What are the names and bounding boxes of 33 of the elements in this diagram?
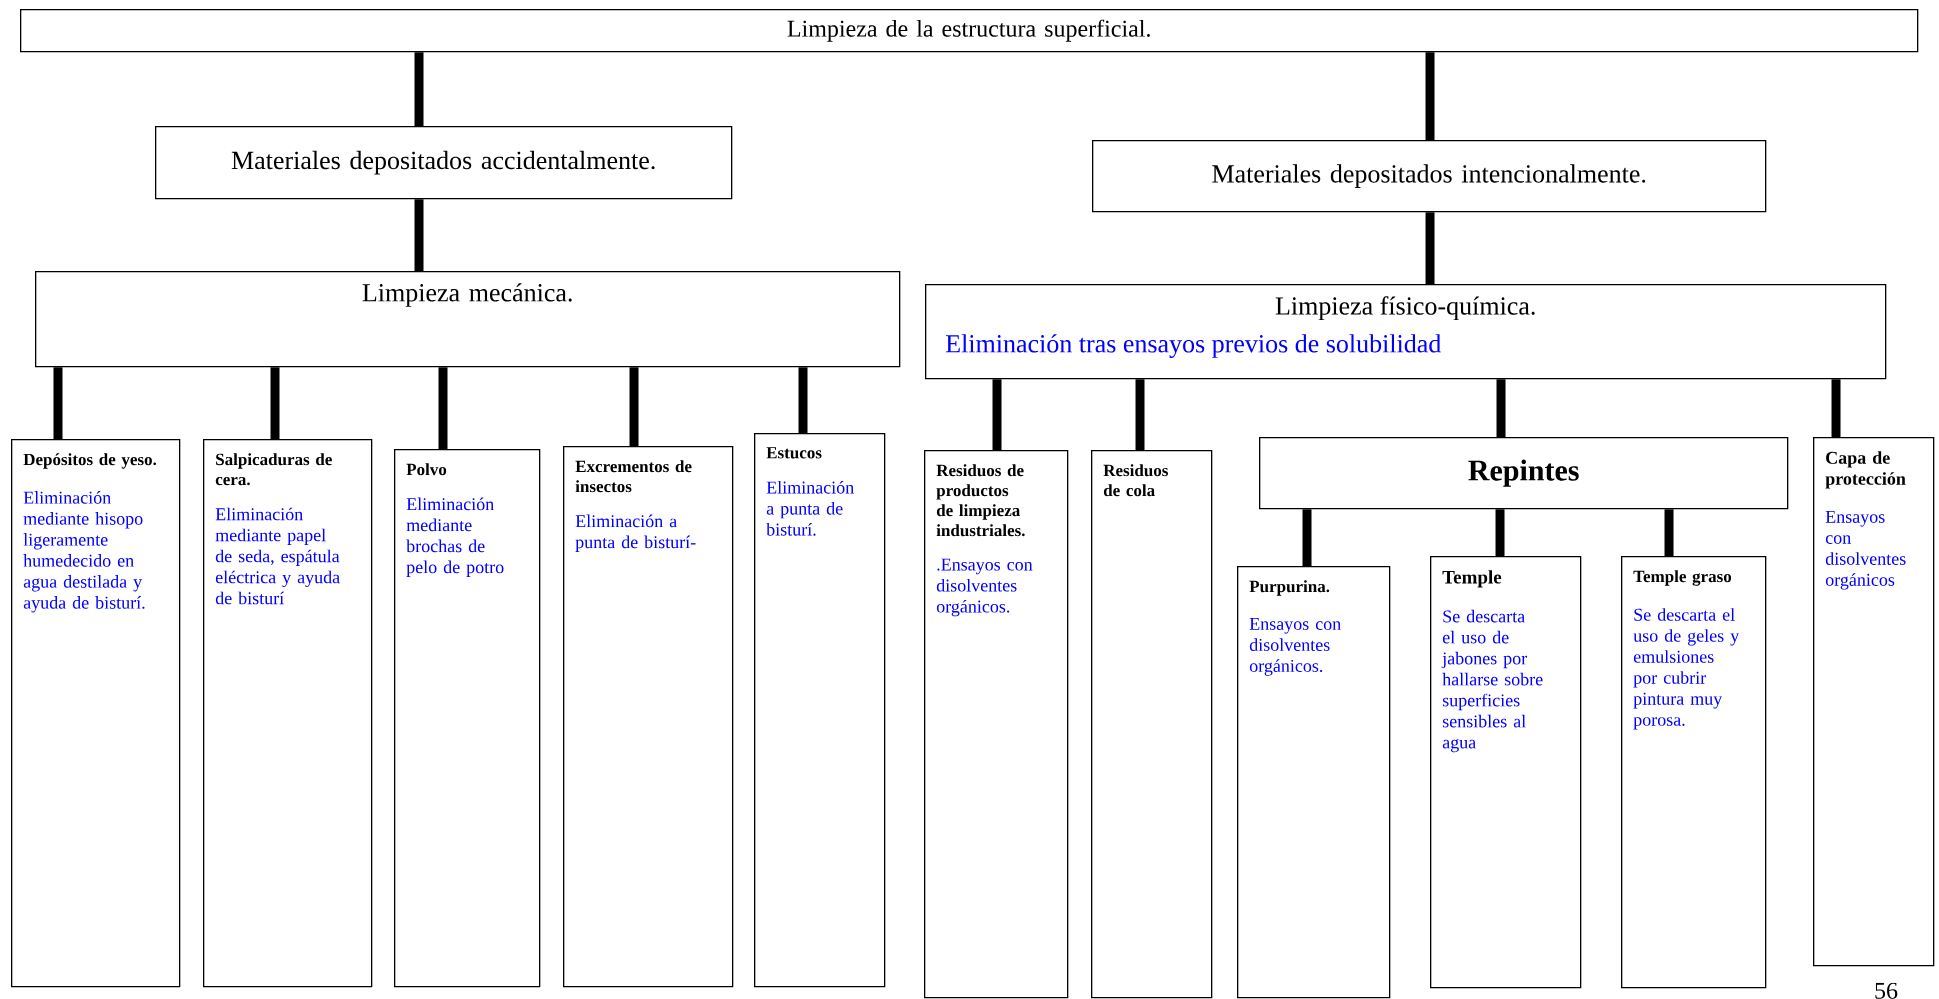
connector-bar <box>992 379 1002 450</box>
column-box: Purpurina. Ensayos con disolventes orgánicos. <box>1237 566 1391 999</box>
column-box: Depósitos de yeso. Eliminación mediante hisopo ligeramente humedecido en agua destilada y ayuda de bisturí. <box>11 439 181 988</box>
connector-bar <box>1495 509 1505 556</box>
connector-bar <box>1496 379 1506 437</box>
connector-bar <box>438 367 448 449</box>
heading-box: Materiales depositados accidentalmente. <box>155 126 733 200</box>
connector-bar <box>1302 509 1312 566</box>
column-box: Temple Se descarta el uso de jabones por hallarse sobre superficies sensibles al agua <box>1430 556 1582 989</box>
connector-bar <box>53 367 63 439</box>
connector-bar <box>1425 212 1435 284</box>
column-box: Capa de protección Ensayos con disolventes orgánicos <box>1813 437 1935 967</box>
connector-bar <box>629 367 639 446</box>
column-box: Excrementos de insectos Eliminación a punta de bisturí- <box>563 446 734 988</box>
connector-bar <box>1831 379 1841 437</box>
column-box: Salpicaduras de cera. Eliminación mediante papel de seda, espátula eléctrica y ayuda de bisturí <box>203 439 373 988</box>
column-box: Temple graso Se descarta el uso de geles y emulsiones por cubrir pintura muy porosa. <box>1621 556 1767 989</box>
connector-bar <box>270 367 280 439</box>
connector-bar <box>1425 52 1435 140</box>
column-box: Residuos de productos de limpieza industriales. .Ensayos con disolventes orgánicos. <box>924 450 1069 999</box>
column-box: Estucos Eliminación a punta de bisturí. <box>754 433 886 988</box>
heading-box: Limpieza de la estructura superficial. <box>20 9 1919 53</box>
heading-box: Limpieza mecánica. <box>35 271 901 368</box>
column-box: Residuos de cola <box>1091 450 1213 999</box>
connector-bar <box>414 199 424 271</box>
connector-bar <box>798 367 808 433</box>
heading-box: Repintes <box>1259 437 1789 510</box>
connector-bar <box>414 52 424 126</box>
column-box: Polvo Eliminación mediante brochas de pelo de potro <box>394 449 541 988</box>
heading-box: Materiales depositados intencionalmente. <box>1092 140 1767 213</box>
heading-box: Limpieza físico-química. Eliminación tras ensayos previos de solubilidad <box>925 284 1887 380</box>
connector-bar <box>1135 379 1145 450</box>
connector-bar <box>1664 509 1674 556</box>
